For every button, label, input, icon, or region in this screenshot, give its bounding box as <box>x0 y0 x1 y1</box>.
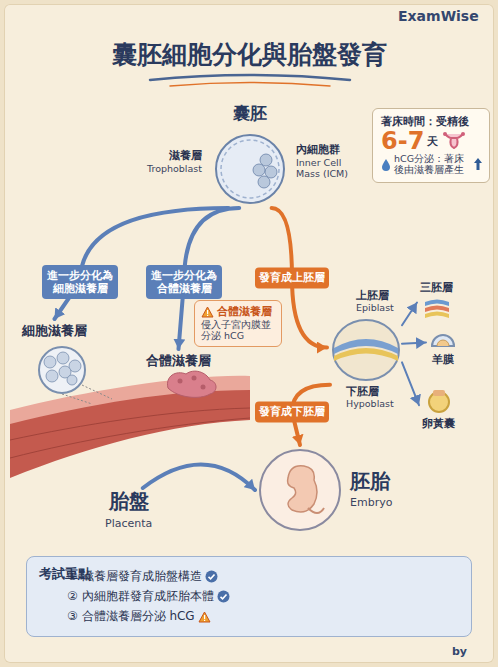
node-text: ② 內細胞群發育成胚胎本體 <box>67 588 214 605</box>
node-text: 著床時間：受精後 <box>381 115 483 129</box>
node-text: 內細胞群 <box>296 142 368 157</box>
node-text: Hypoblast <box>346 398 394 409</box>
edge-label: 進一步分化為細胞滋養層 <box>42 265 118 299</box>
node-text: ① 滋養層發育成胎盤構造 <box>67 568 202 585</box>
icon <box>381 158 391 171</box>
icon <box>198 611 211 623</box>
edge-label: 發育成上胚層 <box>255 267 329 288</box>
connector-arrow <box>402 342 426 343</box>
brand-mark: ExamWise <box>398 8 479 24</box>
placenta-label: 胎盤 Placenta <box>105 488 152 530</box>
icon <box>429 326 457 350</box>
icon <box>473 157 483 171</box>
text-row: 合體滋養層 <box>201 305 275 319</box>
signature: by <box>452 645 467 658</box>
node-text: 下胚層 <box>346 384 379 399</box>
node-text: 考試重點 <box>39 567 52 581</box>
text-row: 6-7天 <box>381 129 483 153</box>
blastocyst-circle: 囊胚滋養層Trophoblast內細胞群Inner Cell Mass (ICM… <box>214 102 286 208</box>
exam-box: 考試重點 ① 滋養層發育成胎盤構造 ② 內細胞群發育成胚胎本體 ③ 合體滋養層分泌 h… <box>26 556 472 637</box>
node-text: ③ 合體滋養層分泌 hCG <box>67 608 195 625</box>
node-text: 細胞滋養層 <box>22 322 87 340</box>
node-text: 三胚層 <box>420 280 453 295</box>
node-text: Embryo <box>350 496 392 509</box>
node-text: 合體滋養層 <box>146 352 211 370</box>
icon <box>217 590 230 603</box>
node-text: Epiblast <box>356 302 394 313</box>
diagram-title: 囊胚細胞分化與胎盤發育 <box>0 38 498 71</box>
yolk-icon: 卵黃囊 <box>422 388 455 431</box>
text-row: ③ 合體滋養層分泌 hCG <box>67 608 461 625</box>
warning-callout: 合體滋養層侵入子宮內膜並分泌 hCG <box>194 300 282 347</box>
text-row: ② 內細胞群發育成胚胎本體 <box>67 588 461 605</box>
node-text: Trophoblast <box>132 163 202 174</box>
node-text: 羊膜 <box>432 352 454 367</box>
text-row: hCG分泌：著床後由滋養層產生 <box>381 153 483 176</box>
node-text: Placenta <box>105 517 152 530</box>
node-text: 胚胎 <box>350 468 390 495</box>
embryonic-disc: 上胚層Epiblast 下胚層Hypoblast <box>330 288 402 412</box>
node-text: 合體滋養層 <box>217 305 272 319</box>
info-box: 著床時間：受精後6-7天hCG分泌：著床後由滋養層產生 <box>372 108 490 183</box>
amnion-icon: 羊膜 <box>429 326 457 367</box>
node-text: Inner Cell Mass (ICM) <box>296 157 368 180</box>
node-text: 上胚層 <box>356 288 389 303</box>
connector-arrow <box>143 464 255 490</box>
node-text: 侵入子宮內膜並分泌 hCG <box>201 319 275 342</box>
embryo-circle: 胚胎Embryo <box>258 448 342 532</box>
node-text: hCG分泌：著床後由滋養層產生 <box>394 153 470 176</box>
node-text: 滋養層 <box>132 148 202 163</box>
icon <box>441 130 467 152</box>
icon <box>422 297 452 321</box>
icon <box>426 388 452 414</box>
node-text: 6-7 <box>381 129 424 153</box>
icon <box>205 570 218 583</box>
node-text: 胎盤 <box>109 488 149 515</box>
node-text: 囊胚 <box>214 102 286 125</box>
connector-arrow <box>402 362 419 405</box>
edge-label: 進一步分化為合體滋養層 <box>146 265 222 299</box>
layer-icon: 三胚層 <box>420 280 453 321</box>
node-text: 天 <box>427 134 438 149</box>
text-row: ① 滋養層發育成胎盤構造 <box>67 568 461 585</box>
cell-label: 合體滋養層 <box>146 352 211 370</box>
connector-arrow <box>402 303 417 326</box>
icon <box>201 306 214 318</box>
cell-label: 細胞滋養層 <box>22 322 87 340</box>
node-text: 卵黃囊 <box>422 416 455 431</box>
edge-label: 發育成下胚層 <box>255 401 329 422</box>
